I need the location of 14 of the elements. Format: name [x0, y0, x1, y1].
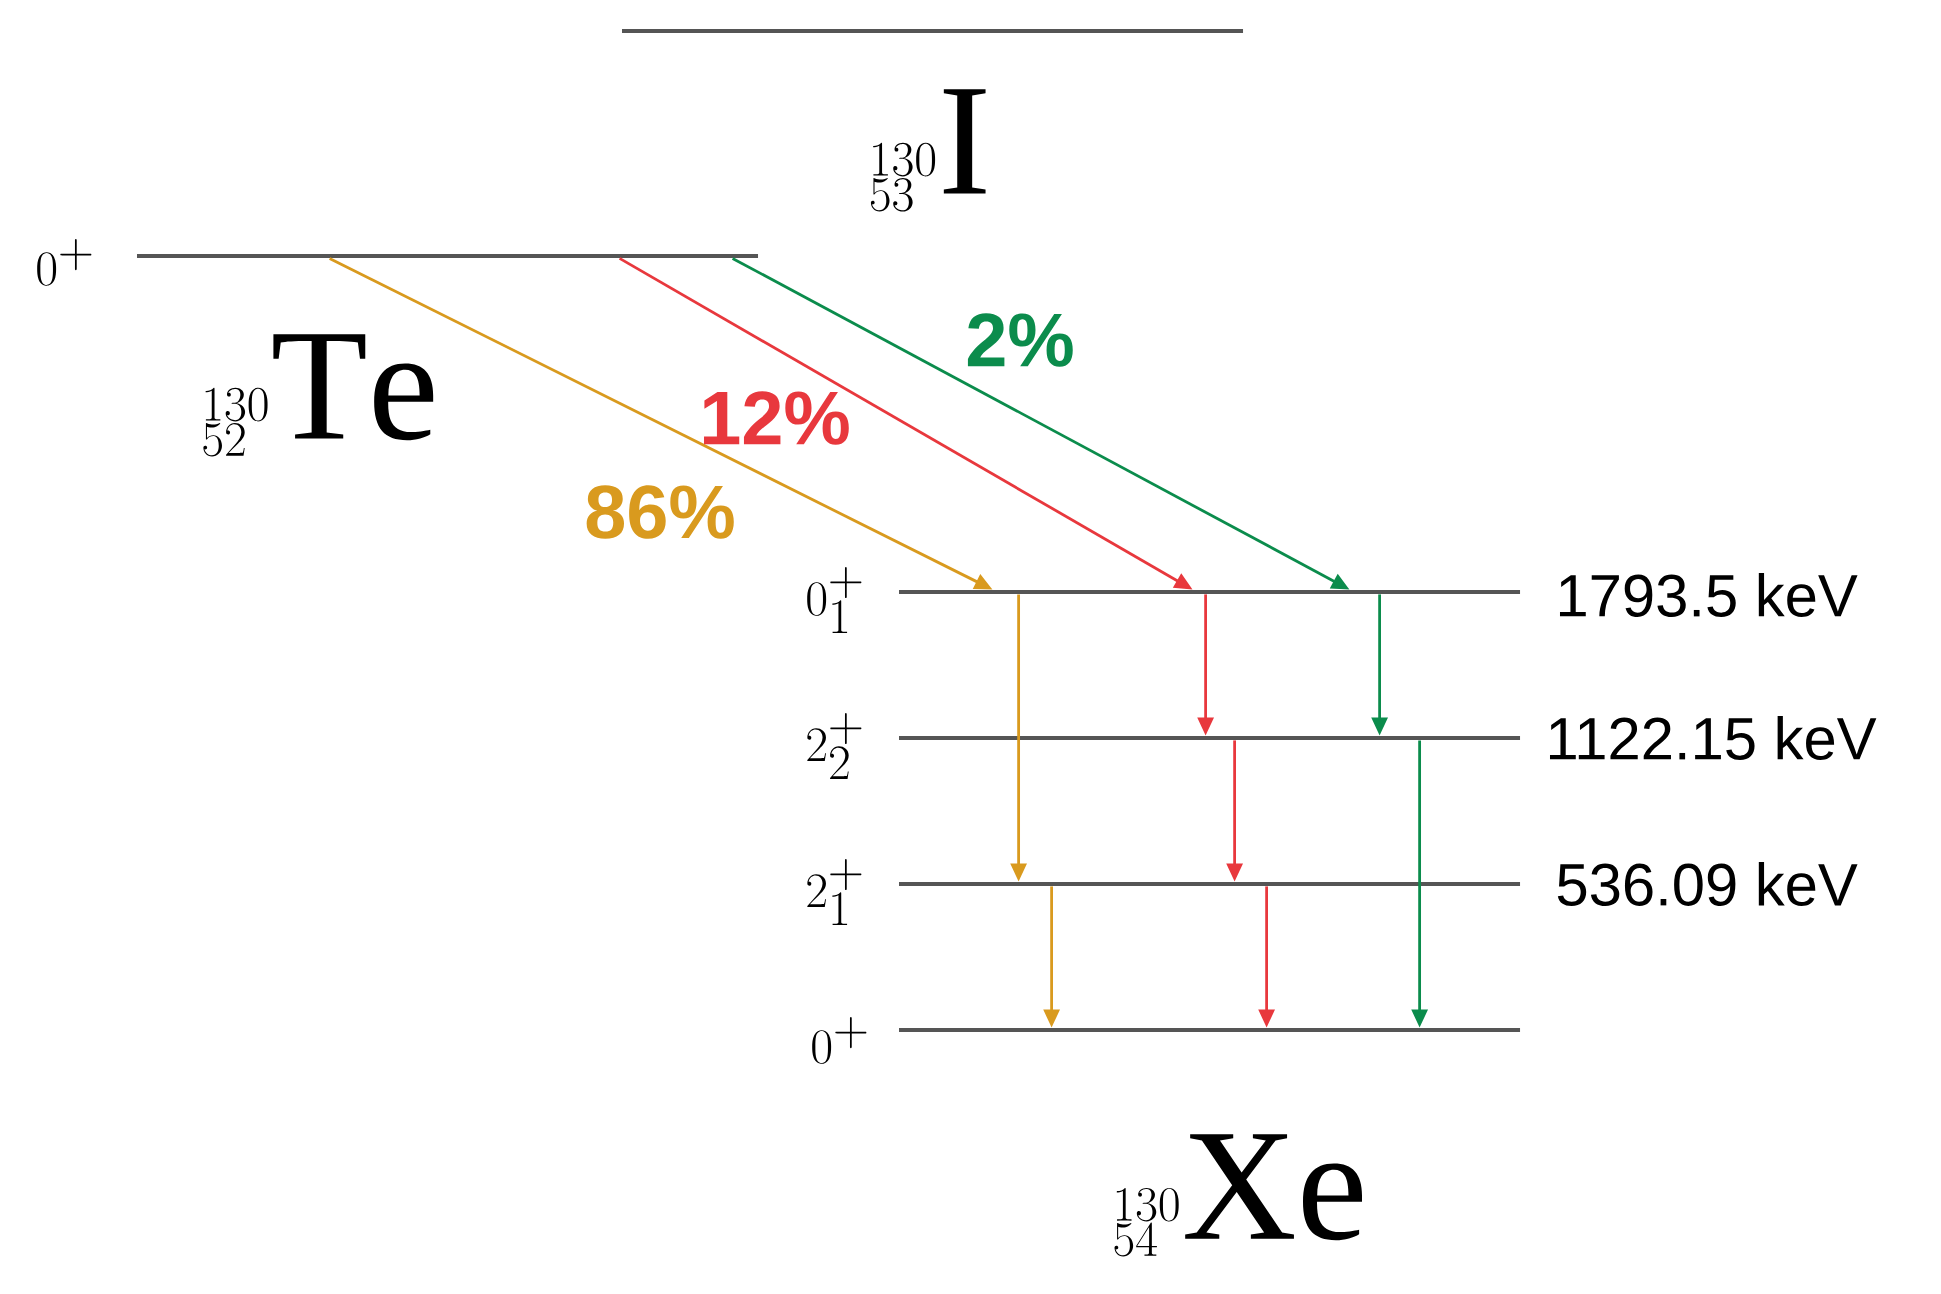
spin-label: $0^{+}$ [37, 239, 92, 286]
energy-label: 536.09 keV [1557, 862, 1858, 906]
spin-label: $2^{+}_{1}$ [807, 858, 862, 926]
nuclide-symbol: $^{130}_{54}\mathrm{Xe}$ [1114, 1134, 1362, 1257]
nuclide-symbol: $^{130}_{53}\mathrm{I}$ [870, 89, 986, 212]
energy-label: 1122.15 keV [1550, 716, 1877, 760]
spin-label: $0^{+}$ [812, 1017, 867, 1064]
nuclide-symbol: $^{130}_{52}\mathrm{Te}$ [203, 334, 434, 457]
branching-ratio-label: 86% [586, 485, 734, 539]
energy-label: 1793.5 keV [1560, 573, 1858, 617]
branching-ratio-label: 2% [967, 313, 1073, 367]
spin-label: $2^{+}_{2}$ [807, 712, 862, 780]
spin-label: $0^{+}_{1}$ [807, 566, 862, 634]
branching-ratio-label: 12% [704, 391, 849, 445]
